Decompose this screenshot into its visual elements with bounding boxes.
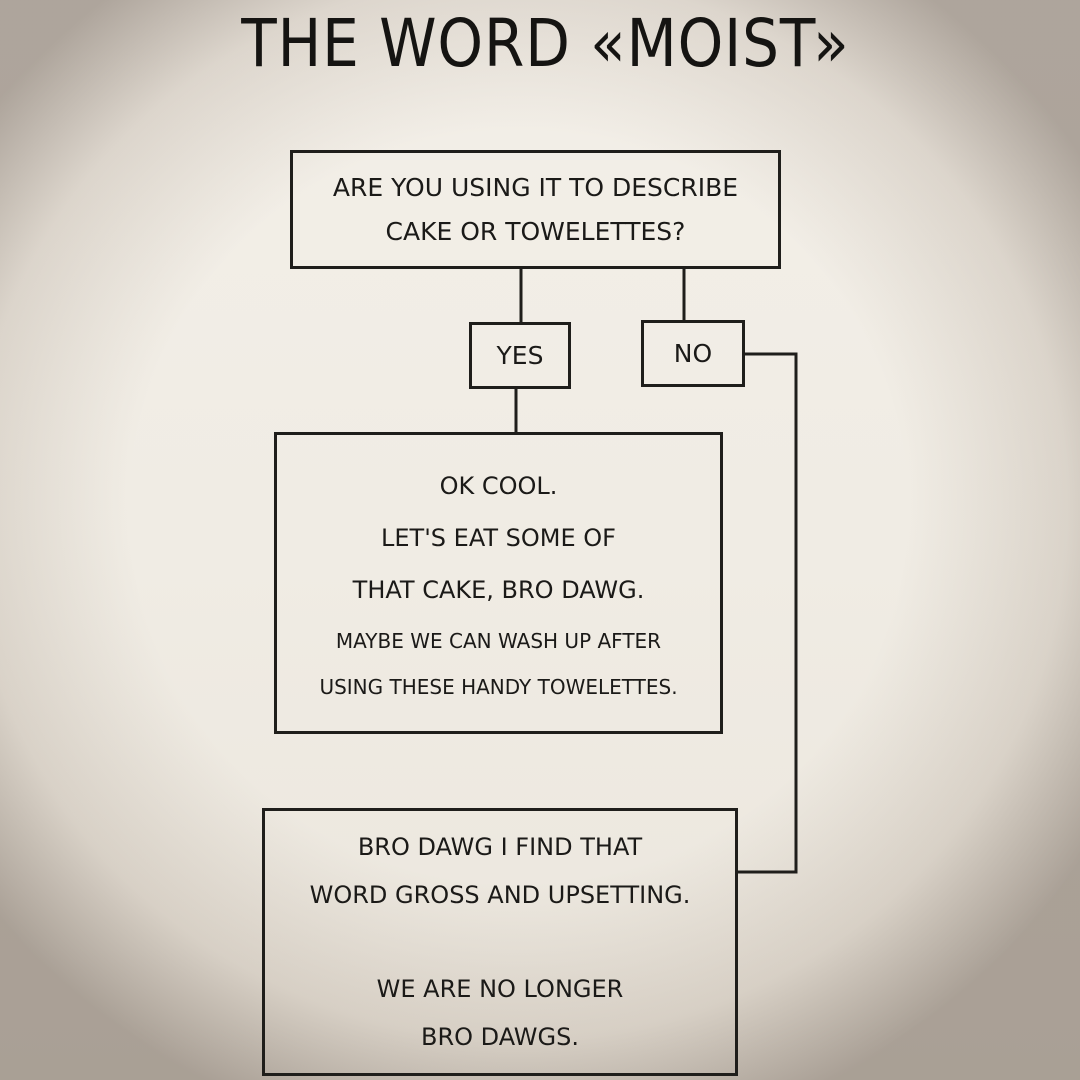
page-title: THE WORD «MOIST» bbox=[241, 5, 850, 82]
yes-label: YES bbox=[496, 341, 544, 370]
no-answer-line-2: WORD GROSS AND UPSETTING. bbox=[309, 881, 691, 909]
no-answer-line-4: BRO DAWGS. bbox=[420, 1023, 579, 1051]
yes-box: YES bbox=[469, 322, 571, 389]
no-box: NO bbox=[641, 320, 745, 387]
yes-answer-line-1: OK COOL. bbox=[439, 472, 558, 500]
yes-answer-line-5: USING THESE HANDY TOWELETTES. bbox=[319, 675, 678, 699]
question-box: ARE YOU USING IT TO DESCRIBE CAKE OR TOW… bbox=[290, 150, 781, 269]
question-line-2: CAKE OR TOWELETTES? bbox=[385, 216, 686, 246]
question-line-1: ARE YOU USING IT TO DESCRIBE bbox=[332, 172, 739, 202]
no-answer-line-1: BRO DAWG I FIND THAT bbox=[357, 833, 643, 861]
no-label: NO bbox=[673, 339, 713, 368]
no-answer-line-3: WE ARE NO LONGER bbox=[376, 975, 624, 1003]
yes-answer-line-2: LET'S EAT SOME OF bbox=[381, 524, 616, 552]
yes-answer-line-4: MAYBE WE CAN WASH UP AFTER bbox=[335, 629, 662, 653]
yes-answer-line-3: THAT CAKE, BRO DAWG. bbox=[352, 576, 645, 604]
no-answer-box: BRO DAWG I FIND THAT WORD GROSS AND UPSE… bbox=[262, 808, 738, 1076]
yes-answer-box: OK COOL. LET'S EAT SOME OF THAT CAKE, BR… bbox=[274, 432, 723, 734]
